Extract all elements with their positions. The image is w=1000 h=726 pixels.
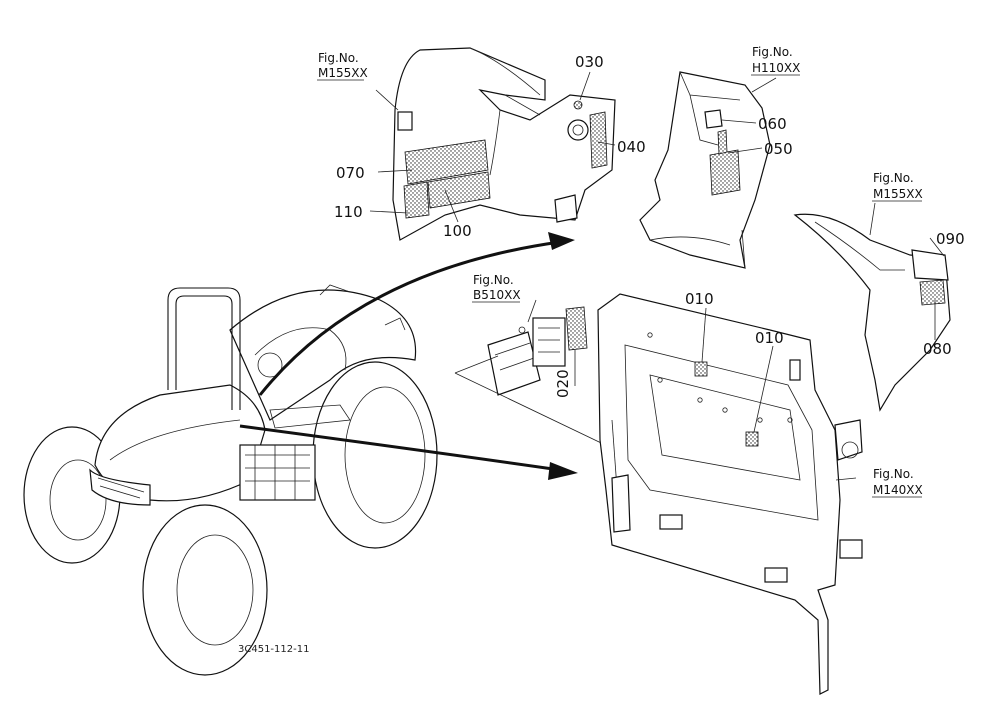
callout-060: 060 <box>758 115 787 133</box>
fig-ref-code: H110XX <box>752 61 800 75</box>
fig-ref-code: M140XX <box>873 483 923 497</box>
fig-ref-line1: Fig.No. <box>873 467 914 481</box>
fig-ref-line1: Fig.No. <box>473 273 514 287</box>
callout-040: 040 <box>617 138 646 156</box>
front-panel <box>597 293 863 695</box>
figure-ref-m155-right: Fig.No. M155XX <box>872 171 923 202</box>
callout-010-lower: 010 <box>755 329 784 347</box>
callout-070: 070 <box>336 164 365 182</box>
callout-050: 050 <box>764 140 793 158</box>
control-units <box>454 306 621 453</box>
leader-arrows <box>239 232 578 480</box>
drawing-number: 3C451-112-11 <box>238 644 309 655</box>
callout-100: 100 <box>443 222 472 240</box>
fig-ref-code: B510XX <box>473 288 521 302</box>
callout-020: 020 <box>554 369 572 398</box>
figure-ref-h110: Fig.No. H110XX <box>751 45 800 76</box>
callout-110: 110 <box>334 203 363 221</box>
figure-ref-b510: Fig.No. B510XX <box>472 273 521 303</box>
right-cover-panel <box>793 213 951 412</box>
tractor-illustration <box>23 284 438 676</box>
fig-ref-line1: Fig.No. <box>318 51 359 65</box>
fig-ref-code: M155XX <box>873 187 923 201</box>
callout-090: 090 <box>936 230 965 248</box>
callout-030: 030 <box>575 53 604 71</box>
figure-ref-m140: Fig.No. M140XX <box>872 467 923 498</box>
left-cover-panel <box>392 47 616 241</box>
fig-ref-line1: Fig.No. <box>873 171 914 185</box>
leader-lines <box>369 71 945 481</box>
center-cover-panel <box>639 71 771 269</box>
callout-010-upper: 010 <box>685 290 714 308</box>
callout-080: 080 <box>923 340 952 358</box>
fig-ref-code: M155XX <box>318 66 368 80</box>
figure-ref-m155-top: Fig.No. M155XX <box>317 51 368 81</box>
part-callouts: 030 040 070 110 100 060 050 090 080 010 … <box>334 53 965 398</box>
fig-ref-line1: Fig.No. <box>752 45 793 59</box>
